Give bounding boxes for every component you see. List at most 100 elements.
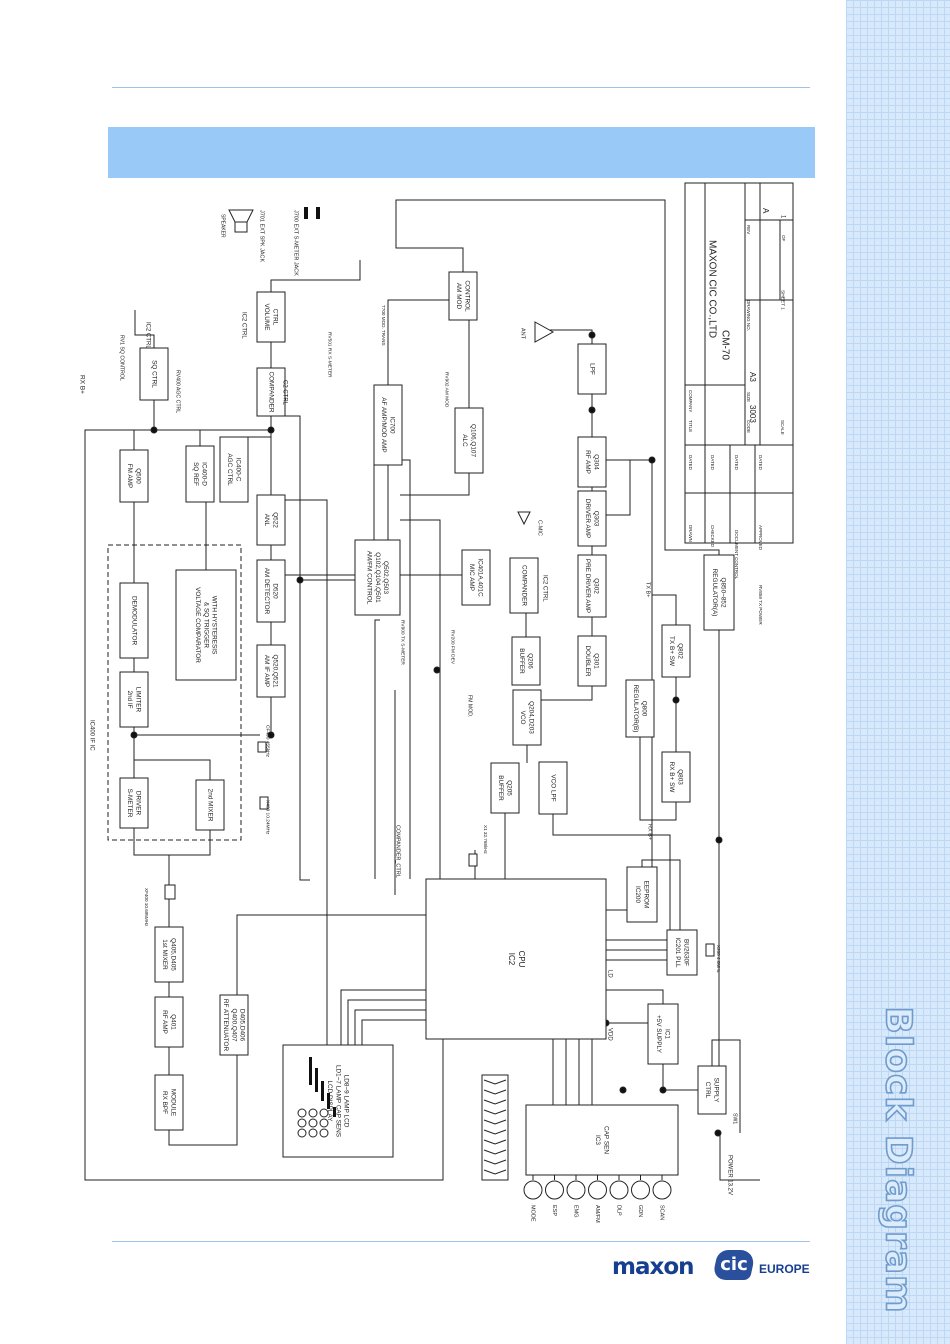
compander-tx-block: COMPANDER [509,557,539,614]
block-box [454,407,484,474]
logo-region: EUROPE [759,1262,810,1276]
block-box [354,539,401,616]
block-label: FM AMP [126,464,133,489]
block-label: Q204,D203 [528,701,535,734]
block-label: EEPROM [643,881,650,909]
block-label: PRE DRIVER AMP [584,559,591,613]
block-label: LD8~9 LAMP LCD [343,1075,350,1128]
button-amfm [588,1180,607,1200]
button-esp [545,1180,564,1200]
label-j701: J701 EXT SPK JACK [259,210,265,263]
block-box [119,777,149,829]
wire-29 [395,199,720,555]
wire-4 [133,828,170,900]
block-label: CTRL [704,1082,711,1099]
label-rv900: RV900 TX S-METER [400,620,406,665]
block-box [661,751,691,803]
junction-dot-13 [714,1129,722,1137]
speaker-icon [228,209,254,233]
compander-rx-block: COMPANDER [256,367,286,417]
block-label: LD1~7 LAMP CAP SENS [334,1065,341,1137]
title-block-size: A3 [748,372,757,382]
block-label: VCO LPF [549,774,556,801]
label-ic2ctrl_a: IC2 CTRL [144,322,150,349]
wire-52 [373,459,411,879]
block-box [511,636,541,686]
block-box [185,445,215,503]
block-label: CONTROL [464,280,471,312]
sidebar-grid [846,0,950,1344]
block-box [219,994,249,1056]
label-rxb: RX B+ [78,375,85,394]
jack-icon [304,207,308,219]
wire-27 [400,473,470,496]
button-scan [652,1180,672,1200]
regulator-b-block: REGULATOR(B)Q800 [625,679,655,738]
block-label: Q400,Q407 [230,1008,237,1041]
block-box [626,866,658,923]
top-rule [112,87,810,88]
title-block-doc-ctrl: DOCUMENT CONTROL [734,530,739,580]
block-box [119,449,149,503]
block-label: AM MOD [455,283,462,310]
lcd-segment-3 [327,1093,330,1109]
block-label: LIMITER [135,687,142,713]
wire-11 [134,759,211,780]
block-label: SQ CTRL [150,360,157,388]
block-label: Q401 [170,1014,177,1030]
button-label: ESP [551,1205,557,1216]
label-rxb2: RX B+ [647,824,653,840]
block-box [139,347,169,401]
wire-0 [168,1055,238,1146]
button-label: GDN [637,1205,643,1217]
wire-37 [552,814,671,930]
block-label: Q405,D405 [170,938,177,971]
lcd-digit [319,1108,329,1118]
button-mode [523,1180,543,1200]
block-label: COMPANDER [267,371,274,412]
label-x400: X400 10.24MHz [265,800,271,835]
title-block-drawing-hdr: DRAWING NO. [746,300,751,331]
button-label: DLP [616,1205,622,1216]
block-label: RF ATTENUATOR [222,999,229,1052]
regulator-a-block: REGULATOR(A)Q850~852 [703,554,735,631]
label-rv200: RV200 FM DEV [450,630,456,665]
title-block-rev-hdr: REV [746,225,751,234]
block-label: Q106,Q107 [470,424,477,457]
block-box [373,384,403,466]
logo-cic-mark: cic [711,1250,757,1280]
block-box [661,624,691,678]
block-label: AM/FM CONTROL [365,551,372,605]
crystal-icon [164,741,715,957]
title-block-size-hdr: SIZE [746,392,751,402]
label-power: POWER 13.2V [726,1155,732,1195]
block-label: Q850~852 [720,577,727,607]
block-label: 2nd IF [126,690,133,708]
wire-59 [236,914,426,995]
title-block-code-hdr: CODE [746,420,751,433]
junction-dot-2 [130,731,138,739]
block-box [577,635,607,687]
block-label: WITH HYSTERESIS [211,596,218,655]
title-block-scale-hdr: SCALE [780,420,785,435]
junction-dot-7 [588,331,596,339]
block-label: CTRL [272,309,279,326]
block-box [490,762,520,814]
title-block-title-hdr: TITLE [688,420,693,432]
title-block-of: OF [781,235,786,242]
if-ic-enclosure [107,544,242,841]
block-label: BUFFER [497,775,504,801]
header-banner [108,127,815,178]
